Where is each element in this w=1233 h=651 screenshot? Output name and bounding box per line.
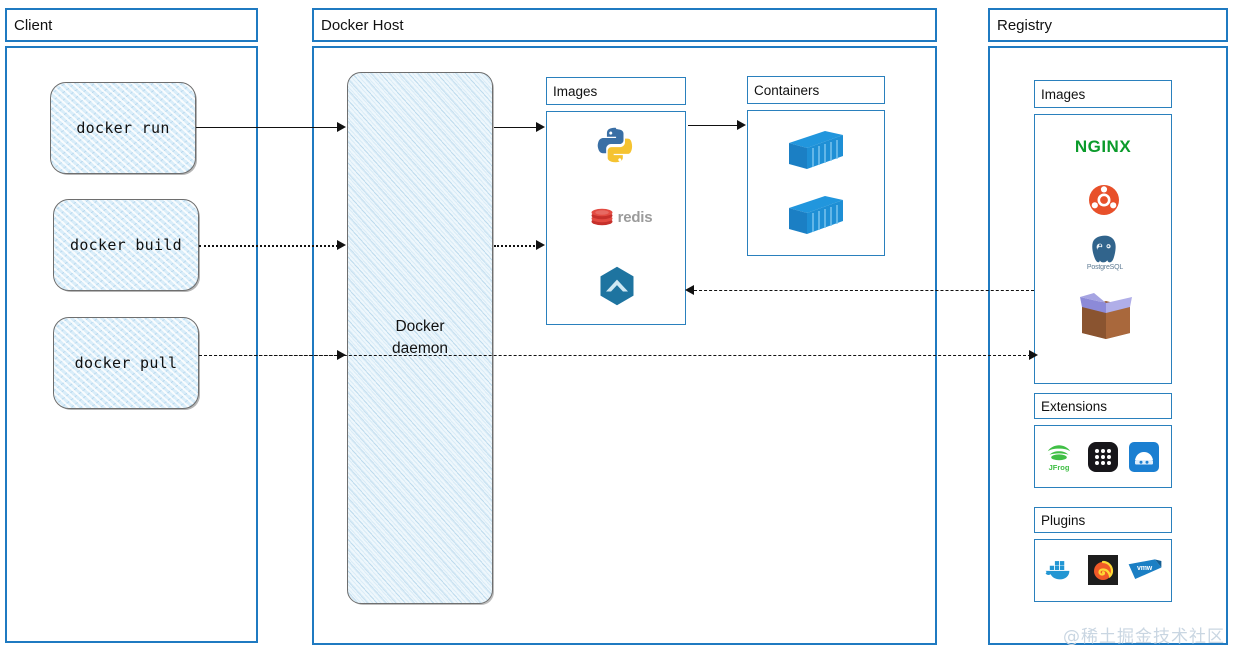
connector-daemon-to-images-build-arrow <box>536 240 545 250</box>
hexagon-logo <box>594 263 640 309</box>
registry-title: Registry <box>997 16 1053 34</box>
connector-pull-to-registry <box>199 355 1031 356</box>
docker-whale-logo <box>1042 554 1078 586</box>
ubuntu-logo-svg <box>1089 185 1119 215</box>
appgrid-logo <box>1087 441 1119 473</box>
client-command-docker-build[interactable]: docker build <box>53 199 199 291</box>
jfrog-logo-svg <box>1047 444 1071 460</box>
postgres-logo-text: PostgreSQL <box>1086 263 1124 271</box>
container-box-icon <box>784 190 846 240</box>
client-command-label: docker build <box>70 236 182 254</box>
connector-build-to-daemon-arrow <box>337 240 346 250</box>
host-containers-title: Containers <box>754 82 820 98</box>
grafana-logo <box>1087 554 1119 586</box>
snyk-logo <box>1128 441 1160 473</box>
snyk-logo-svg <box>1129 442 1159 472</box>
connector-run-to-daemon <box>196 127 338 128</box>
registry-images-container <box>1034 114 1172 384</box>
registry-images-title-bar: Images <box>1034 80 1172 108</box>
redis-logo-text: redis <box>617 208 653 226</box>
hexagon-logo-svg <box>600 266 634 306</box>
vmware-logo-text: vmw <box>1137 565 1152 572</box>
nginx-logo: NGINX <box>1056 134 1150 160</box>
registry-extensions-title-bar: Extensions <box>1034 393 1172 419</box>
watermark: @稀土掘金技术社区 <box>1063 627 1225 647</box>
redis-logo-svg <box>591 208 613 226</box>
docker-host-title-bar: Docker Host <box>312 8 937 42</box>
connector-build-to-daemon <box>199 245 338 247</box>
container-box-icon-svg <box>789 196 843 234</box>
appgrid-logo-svg <box>1088 442 1118 472</box>
host-images-title: Images <box>553 83 598 99</box>
python-logo <box>593 124 639 170</box>
registry-plugins-title: Plugins <box>1041 512 1086 528</box>
container-box-icon-svg <box>789 131 843 169</box>
ubuntu-logo <box>1087 183 1121 217</box>
connector-registry-to-images-arrow <box>685 285 694 295</box>
package-box-logo-svg <box>1080 293 1132 339</box>
client-command-docker-pull[interactable]: docker pull <box>53 317 199 409</box>
python-logo-svg <box>597 127 633 163</box>
package-box-logo <box>1075 290 1137 342</box>
connector-images-to-containers <box>688 125 738 126</box>
host-containers-title-bar: Containers <box>747 76 885 104</box>
connector-pull-to-registry-arrow <box>1029 350 1038 360</box>
docker-whale-logo-svg <box>1045 561 1070 580</box>
docker-daemon-line1: Docker <box>395 318 445 335</box>
connector-daemon-to-images-build <box>494 245 538 247</box>
docker-host-title: Docker Host <box>321 16 404 34</box>
jfrog-logo-text: JFrog <box>1048 462 1070 472</box>
connector-daemon-to-images <box>494 127 538 128</box>
postgres-logo: PostgreSQL <box>1077 229 1133 275</box>
client-title: Client <box>14 16 53 34</box>
registry-images-title: Images <box>1041 86 1086 102</box>
postgres-logo-svg <box>1092 235 1116 262</box>
connector-registry-to-images <box>694 290 1034 291</box>
docker-daemon-node[interactable]: Docker daemon <box>347 72 493 604</box>
client-command-docker-run[interactable]: docker run <box>50 82 196 174</box>
container-box-icon <box>784 125 846 175</box>
connector-run-to-daemon-arrow <box>337 122 346 132</box>
grafana-logo-svg <box>1088 555 1118 585</box>
nginx-logo-text: NGINX <box>1074 137 1132 156</box>
client-command-label: docker run <box>76 119 170 137</box>
client-title-bar: Client <box>5 8 258 42</box>
docker-daemon-label: Docker daemon <box>392 316 448 360</box>
connector-images-to-containers-arrow <box>737 120 746 130</box>
jfrog-logo: JFrog <box>1042 440 1076 474</box>
registry-extensions-title: Extensions <box>1041 398 1108 414</box>
docker-daemon-line2: daemon <box>391 340 448 357</box>
client-command-label: docker pull <box>74 354 178 372</box>
vmware-logo-svg <box>1128 559 1162 579</box>
registry-plugins-title-bar: Plugins <box>1034 507 1172 533</box>
redis-logo: redis <box>586 202 656 232</box>
vmware-logo: vmw <box>1126 556 1164 584</box>
host-images-title-bar: Images <box>546 77 686 105</box>
connector-daemon-to-images-arrow <box>536 122 545 132</box>
registry-title-bar: Registry <box>988 8 1228 42</box>
